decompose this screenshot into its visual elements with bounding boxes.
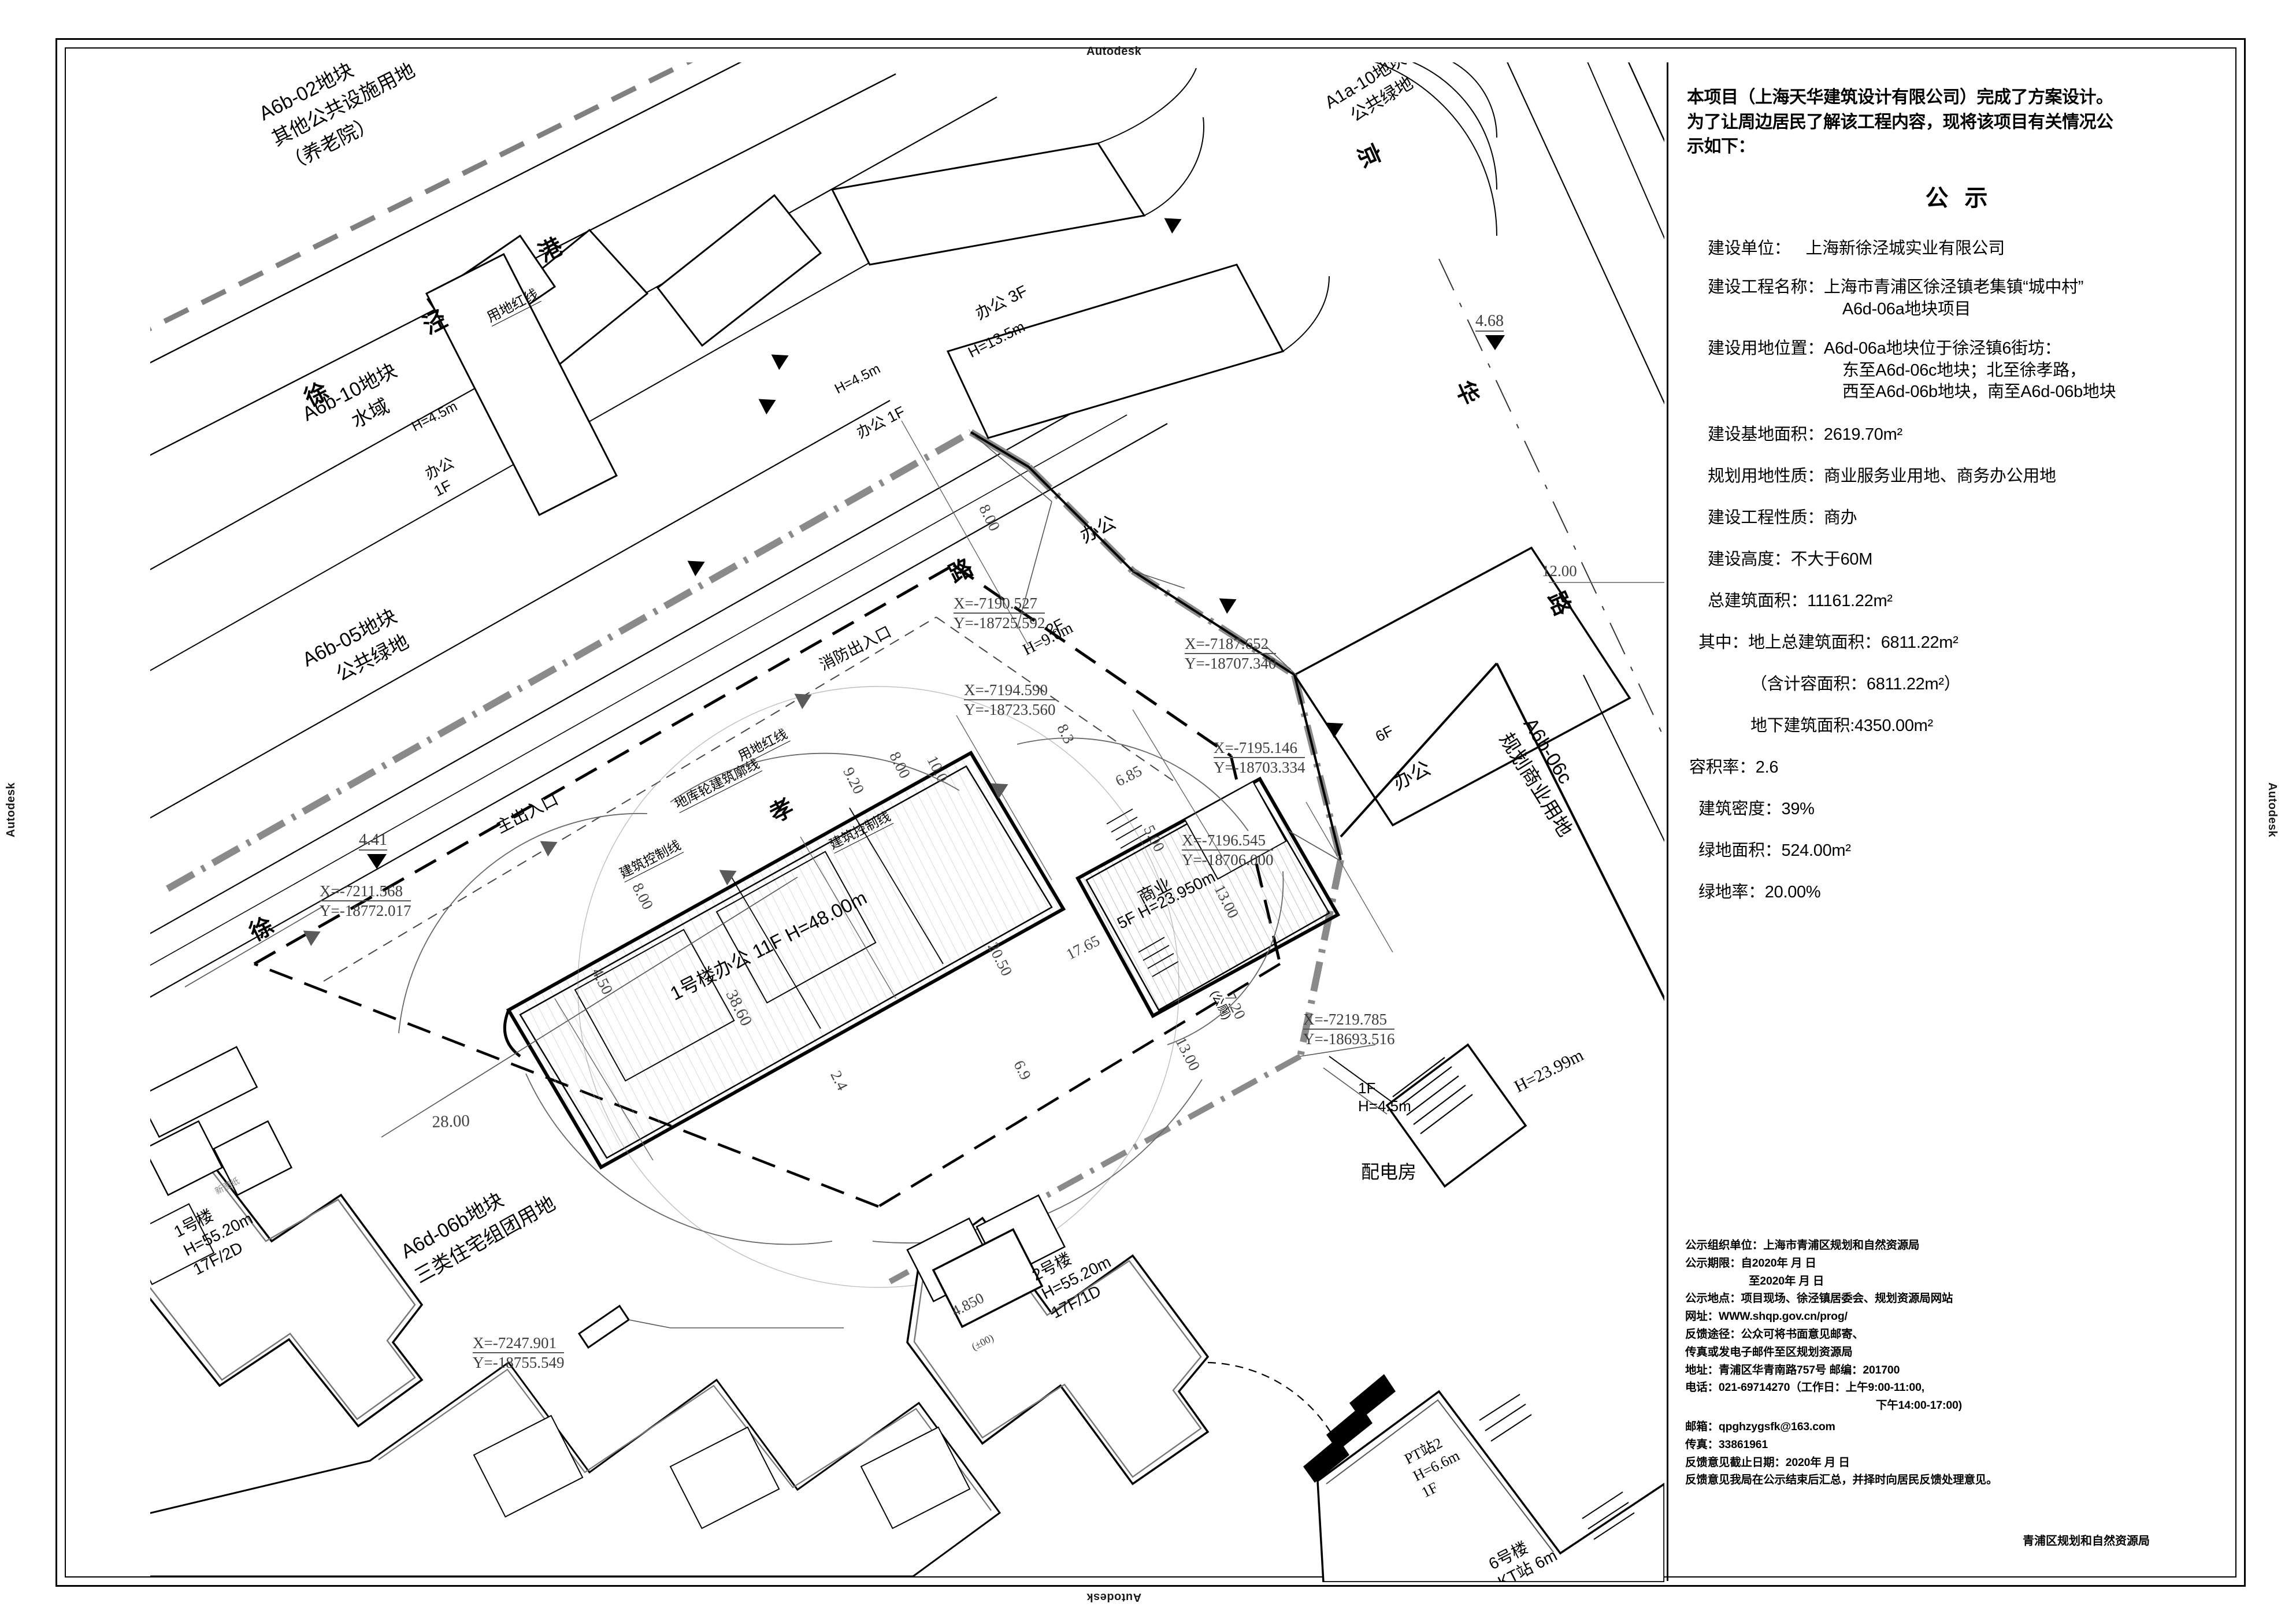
bldg-label-line: 1F — [1358, 1079, 1376, 1097]
field-value: 上海市青浦区徐泾镇老集镇“城中村” A6d-06a地块项目 — [1824, 277, 2228, 320]
notice-title: 公示 — [1925, 185, 2004, 211]
drawing-geometry — [150, 62, 1664, 1582]
contact-line: 邮箱：qpghzygsfk@163.com — [1685, 1420, 1835, 1433]
metric-above-ground-area: 其中：地上总建筑面积：6811.22m² — [1698, 633, 1959, 652]
coordinate-x: X=-7187.652 — [1185, 634, 1277, 655]
field-label: 建设单位： — [1708, 239, 1791, 258]
coordinate-x: X=-7196.545 — [1182, 831, 1274, 851]
autodesk-watermark-left: Autodesk — [5, 782, 18, 838]
coordinate-callout-5: X=-7196.545 Y=-18706.000 — [1182, 831, 1274, 870]
elevation-triangle-4-68 — [1485, 335, 1505, 350]
contact-line: 反馈意见我局在公示结束后汇总，并择时向居民反馈处理意见。 — [1685, 1473, 1998, 1487]
coordinate-callout-8: X=-7247.901 Y=-18755.549 — [473, 1334, 565, 1372]
contact-line: 下午14:00-17:00) — [1876, 1399, 1962, 1412]
field-value: 上海新徐泾城实业有限公司 — [1791, 238, 2228, 260]
coordinate-y: Y=-18703.334 — [1214, 759, 1305, 777]
coordinate-y: Y=-18723.560 — [964, 701, 1056, 719]
coordinate-callout-2: X=-7187.652 Y=-18707.340 — [1185, 634, 1277, 673]
notice-intro: 本项目（上海天华建筑设计有限公司）完成了方案设计。 为了让周边居民了解该工程内容… — [1687, 86, 2228, 159]
notice-contact-block: 公示组织单位：上海市青浦区规划和自然资源局 公示期限：自2020年 月 日 至2… — [1685, 1237, 2234, 1489]
issuing-authority-signature: 青浦区规划和自然资源局 — [2023, 1535, 2150, 1547]
contact-line: 反馈途径：公众可将书面意见邮寄、 — [1685, 1327, 1864, 1341]
metric-building-height: 建设高度：不大于60M — [1708, 550, 1873, 569]
contact-line: 公示地点：项目现场、徐泾镇居委会、规划资源局网站 — [1685, 1292, 1953, 1305]
metric-land-use-nature: 规划用地性质：商业服务业用地、商务办公用地 — [1708, 466, 2056, 485]
elevation-marker-4-41: 4.41 — [359, 831, 387, 851]
contact-line: 地址：青浦区华青南路757号 邮编：201700 — [1685, 1363, 1900, 1376]
coordinate-x: X=-7211.568 — [320, 882, 411, 902]
autodesk-watermark-top: Autodesk — [1086, 45, 1142, 58]
field-value-line: A6d-06a地块位于徐泾镇6街坊： — [1823, 339, 2061, 358]
field-value-line: A6d-06a地块项目 — [1842, 300, 1971, 319]
field-value-line: 上海市青浦区徐泾镇老集镇“城中村” — [1823, 278, 2084, 297]
metric-building-density: 建筑密度：39% — [1698, 799, 1815, 818]
metric-site-area: 建设基地面积：2619.70m² — [1708, 425, 1902, 444]
coordinate-x: X=-7195.146 — [1214, 738, 1305, 759]
coordinate-x: X=-7247.901 — [473, 1334, 565, 1354]
public-notice-panel: 本项目（上海天华建筑设计有限公司）完成了方案设计。 为了让周边居民了解该工程内容… — [1667, 62, 2245, 1581]
sheet-inner-border — [65, 47, 2236, 1578]
field-value-line: 西至A6d-06b地块，南至A6d-06b地块 — [1842, 383, 2116, 402]
site-plan-vector — [150, 62, 1664, 1582]
contact-line: 传真：33861961 — [1685, 1438, 1768, 1451]
dimension-28-00: 28.00 — [432, 1111, 470, 1131]
field-value: A6d-06a地块位于徐泾镇6街坊： 东至A6d-06c地块；北至徐孝路， 西至… — [1824, 338, 2228, 403]
metric-project-nature: 建设工程性质：商办 — [1708, 508, 1857, 527]
metric-green-area: 绿地面积：524.00m² — [1698, 841, 1851, 860]
notice-intro-line: 本项目（上海天华建筑设计有限公司）完成了方案设计。 — [1687, 88, 2113, 107]
contact-line: 至2020年 月 日 — [1749, 1274, 1824, 1287]
contact-line: 网址：WWW.shqp.gov.cn/prog/ — [1685, 1310, 1848, 1323]
coordinate-callout-1: X=-7190.527 Y=-18725.592 — [954, 594, 1045, 633]
dimension-12-00: 12.00 — [1542, 562, 1577, 580]
coordinate-y: Y=-18707.340 — [1185, 655, 1277, 673]
coordinate-callout-7: X=-7219.785 Y=-18693.516 — [1303, 1010, 1395, 1049]
metric-plot-ratio: 容积率：2.6 — [1689, 758, 1779, 777]
contact-line: 公示组织单位：上海市青浦区规划和自然资源局 — [1685, 1239, 1920, 1252]
coordinate-x: X=-7219.785 — [1303, 1010, 1395, 1030]
field-land-location: 建设用地位置： A6d-06a地块位于徐泾镇6街坊： 东至A6d-06c地块；北… — [1687, 338, 2228, 403]
metric-far-area: （含计容面积：6811.22m²） — [1750, 674, 1961, 693]
notice-intro-line: 示如下： — [1687, 137, 1756, 157]
bldg-label-substation: 配电房 — [1361, 1161, 1417, 1182]
coordinate-y: Y=-18706.000 — [1182, 851, 1274, 869]
coordinate-callout-3: X=-7194.590 Y=-18723.560 — [964, 681, 1056, 719]
coordinate-callout-4: X=-7195.146 Y=-18703.334 — [1214, 738, 1305, 777]
contact-line: 传真或发电子邮件至区规划资源局 — [1685, 1345, 1853, 1359]
site-plan-drawing: A6b-02地块 其他公共设施用地 （养老院） A6b-10地块 水域 A6b-… — [150, 62, 1664, 1582]
metric-green-ratio: 绿地率：20.00% — [1698, 882, 1821, 901]
coordinate-y: Y=-18772.017 — [320, 902, 411, 920]
metric-total-floor-area: 总建筑面积：11161.22m² — [1708, 591, 1893, 610]
coordinate-y: Y=-18755.549 — [473, 1354, 565, 1372]
coordinate-x: X=-7194.590 — [964, 681, 1056, 701]
field-value-line: 东至A6d-06c地块；北至徐孝路， — [1842, 361, 2086, 380]
autodesk-watermark-bottom: Autodesk — [1086, 1591, 1142, 1604]
field-value-line: 上海新徐泾城实业有限公司 — [1805, 239, 2005, 258]
bldg-label-substation-floors: 1F H=4.5m — [1358, 1079, 1411, 1115]
field-label: 建设工程名称： — [1708, 278, 1824, 297]
elevation-marker-4-68: 4.68 — [1475, 312, 1504, 332]
bldg-label-line: H=4.5m — [1358, 1097, 1411, 1115]
autodesk-watermark-right: Autodesk — [2266, 782, 2279, 838]
coordinate-y: Y=-18693.516 — [1303, 1030, 1395, 1048]
field-construction-unit: 建设单位： 上海新徐泾城实业有限公司 — [1687, 238, 2228, 260]
contact-line: 电话：021-69714270（工作日：上午9:00-11:00, — [1685, 1381, 1924, 1394]
elevation-triangle-4-41 — [367, 854, 387, 869]
contact-line: 反馈意见截止日期：2020年 月 日 — [1685, 1456, 1850, 1469]
coordinate-y: Y=-18725.592 — [954, 614, 1045, 632]
coordinate-callout-6: X=-7211.568 Y=-18772.017 — [320, 882, 411, 921]
field-label: 建设用地位置： — [1708, 339, 1824, 358]
coordinate-x: X=-7190.527 — [954, 594, 1045, 614]
sheet-outer-border — [55, 38, 2246, 1587]
contact-line: 公示期限：自2020年 月 日 — [1685, 1256, 1816, 1270]
metric-underground-area: 地下建筑面积:4350.00m² — [1750, 716, 1933, 735]
notice-intro-line: 为了让周边居民了解该工程内容，现将该项目有关情况公 — [1687, 112, 2113, 132]
field-project-name: 建设工程名称： 上海市青浦区徐泾镇老集镇“城中村” A6d-06a地块项目 — [1687, 277, 2228, 320]
